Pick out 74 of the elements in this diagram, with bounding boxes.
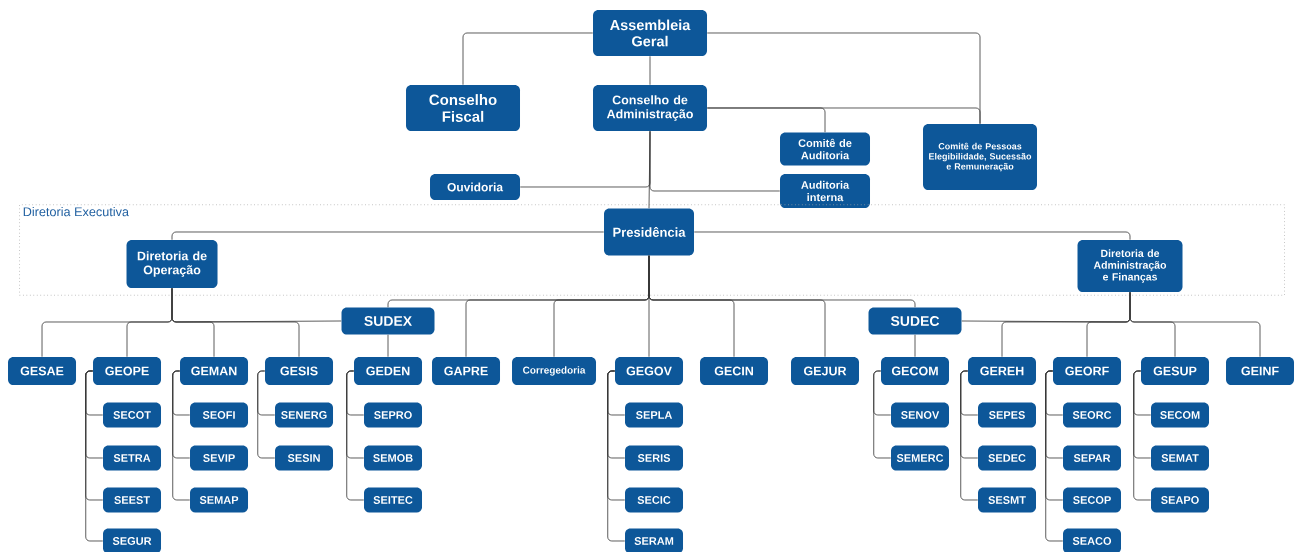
org-box: Assembleia Geral — [593, 10, 707, 56]
unit-box: SEPRO — [364, 402, 422, 428]
connector-line — [1045, 370, 1064, 542]
connector-line — [171, 287, 342, 323]
org-box: Conselho de Administração — [593, 85, 707, 131]
connector-line — [648, 130, 651, 209]
org-box: SUDEX — [341, 307, 435, 335]
connector-line — [462, 32, 594, 86]
connector-line — [257, 370, 276, 459]
unit-box: GEREH — [968, 357, 1036, 385]
connector-line — [387, 334, 389, 358]
unit-box: SEPLA — [625, 402, 683, 428]
connector-line — [85, 370, 104, 542]
unit-box: Corregedoria — [512, 357, 596, 385]
unit-box: SENERG — [275, 402, 333, 428]
unit-box: SEMAP — [190, 487, 248, 513]
unit-box: SEDEC — [978, 445, 1036, 471]
unit-box: GEOPE — [93, 357, 161, 385]
unit-box: SECOP — [1063, 487, 1121, 513]
unit-box: GESIS — [265, 357, 333, 385]
unit-box: GECOM — [881, 357, 949, 385]
unit-box: GEDEN — [354, 357, 422, 385]
unit-box: GECIN — [700, 357, 768, 385]
org-box: Diretoria de Operação — [126, 240, 218, 288]
unit-box: SEACO — [1063, 528, 1121, 552]
unit-box: SEITEC — [364, 487, 422, 513]
unit-box: SEPES — [978, 402, 1036, 428]
org-box: SUDEC — [868, 307, 962, 335]
connector-line — [960, 370, 979, 501]
connector-line — [1129, 291, 1261, 358]
connector-line — [706, 107, 981, 125]
org-box: Auditoria interna — [780, 174, 870, 208]
connector-line — [649, 55, 651, 86]
unit-box: SEPAR — [1063, 445, 1121, 471]
unit-box: SEORC — [1063, 402, 1121, 428]
org-box: Diretoria de Administração e Finanças — [1077, 240, 1183, 292]
unit-box: SEMOB — [364, 445, 422, 471]
unit-box: SEMERC — [891, 445, 949, 471]
unit-box: SEAPO — [1151, 487, 1209, 513]
connector-line — [607, 370, 626, 542]
connector-line — [346, 370, 365, 501]
unit-box: SESIN — [275, 445, 333, 471]
unit-box: GAPRE — [432, 357, 500, 385]
unit-box: GEMAN — [180, 357, 248, 385]
org-box: Presidência — [604, 208, 694, 256]
unit-box: GEGOV — [615, 357, 683, 385]
unit-box: SEGUR — [103, 528, 161, 552]
unit-box: SEEST — [103, 487, 161, 513]
unit-box: SENOV — [891, 402, 949, 428]
org-box: Conselho Fiscal — [406, 85, 520, 131]
unit-box: GEJUR — [791, 357, 859, 385]
org-box: Comitê de Pessoas Elegibilidade, Sucessão e Remuneração — [923, 124, 1037, 190]
unit-box: GESUP — [1141, 357, 1209, 385]
org-box: Ouvidoria — [430, 174, 520, 200]
connector-line — [172, 370, 191, 501]
connector-line — [873, 370, 892, 459]
unit-box: GEINF — [1226, 357, 1294, 385]
unit-box: SETRA — [103, 445, 161, 471]
connector-line — [1133, 370, 1152, 501]
unit-box: SESMT — [978, 487, 1036, 513]
unit-box: SECOM — [1151, 402, 1209, 428]
connector-line — [914, 334, 916, 358]
unit-box: SECIC — [625, 487, 683, 513]
unit-box: SERIS — [625, 445, 683, 471]
org-box: Comitê de Auditoria — [780, 132, 870, 166]
unit-box: GESAE — [8, 357, 76, 385]
unit-box: SEMAT — [1151, 445, 1209, 471]
unit-box: SEOFI — [190, 402, 248, 428]
unit-box: SECOT — [103, 402, 161, 428]
unit-box: GEORF — [1053, 357, 1121, 385]
unit-box: SERAM — [625, 528, 683, 552]
connector-line — [648, 255, 916, 308]
unit-box: SEVIP — [190, 445, 248, 471]
frame-label: Diretoria Executiva — [23, 206, 129, 217]
